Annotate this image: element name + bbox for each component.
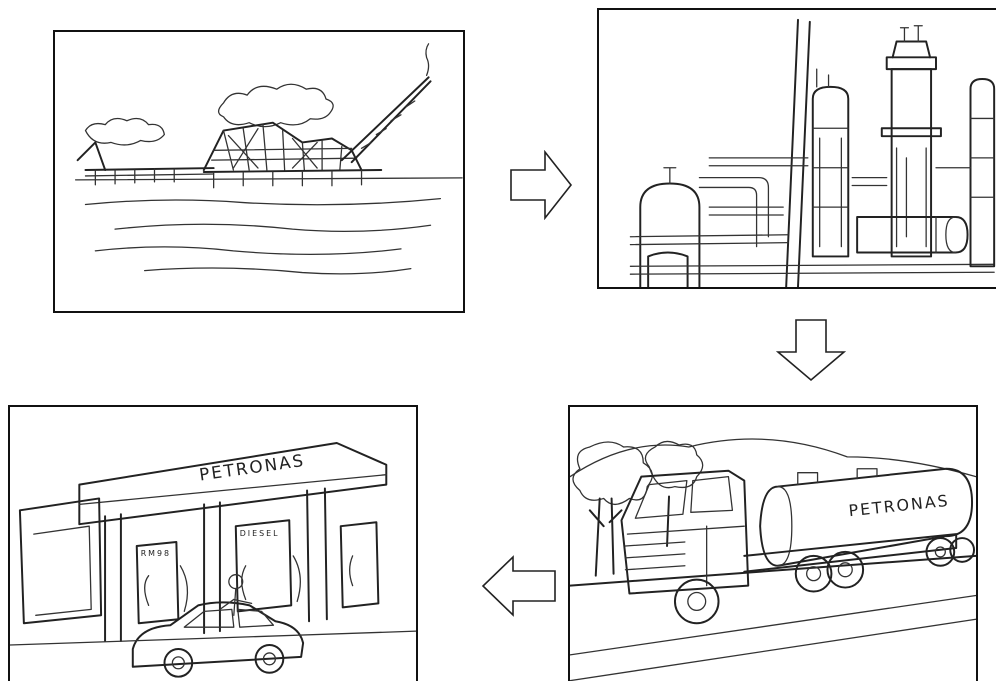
arrow-down-icon <box>776 318 846 382</box>
pump-right-label: DIESEL <box>240 529 280 538</box>
refinery-panel <box>597 8 996 289</box>
petrol-station-panel: PETRONAS RM98 DIESEL <box>8 405 418 681</box>
petrol-station-illustration: PETRONAS RM98 DIESEL <box>10 407 416 681</box>
tanker-brand-text: PETRONAS <box>848 491 951 520</box>
canopy-brand-text: PETRONAS <box>198 450 306 485</box>
pump-left-label: RM98 <box>141 549 171 558</box>
offshore-platform-illustration <box>55 32 463 311</box>
arrow-left-icon <box>481 555 557 617</box>
tanker-truck-panel: PETRONAS <box>568 405 978 681</box>
refinery-illustration <box>599 10 996 287</box>
tanker-truck-illustration: PETRONAS <box>570 407 976 681</box>
offshore-platform-panel <box>53 30 465 313</box>
arrow-right-icon <box>509 150 573 220</box>
